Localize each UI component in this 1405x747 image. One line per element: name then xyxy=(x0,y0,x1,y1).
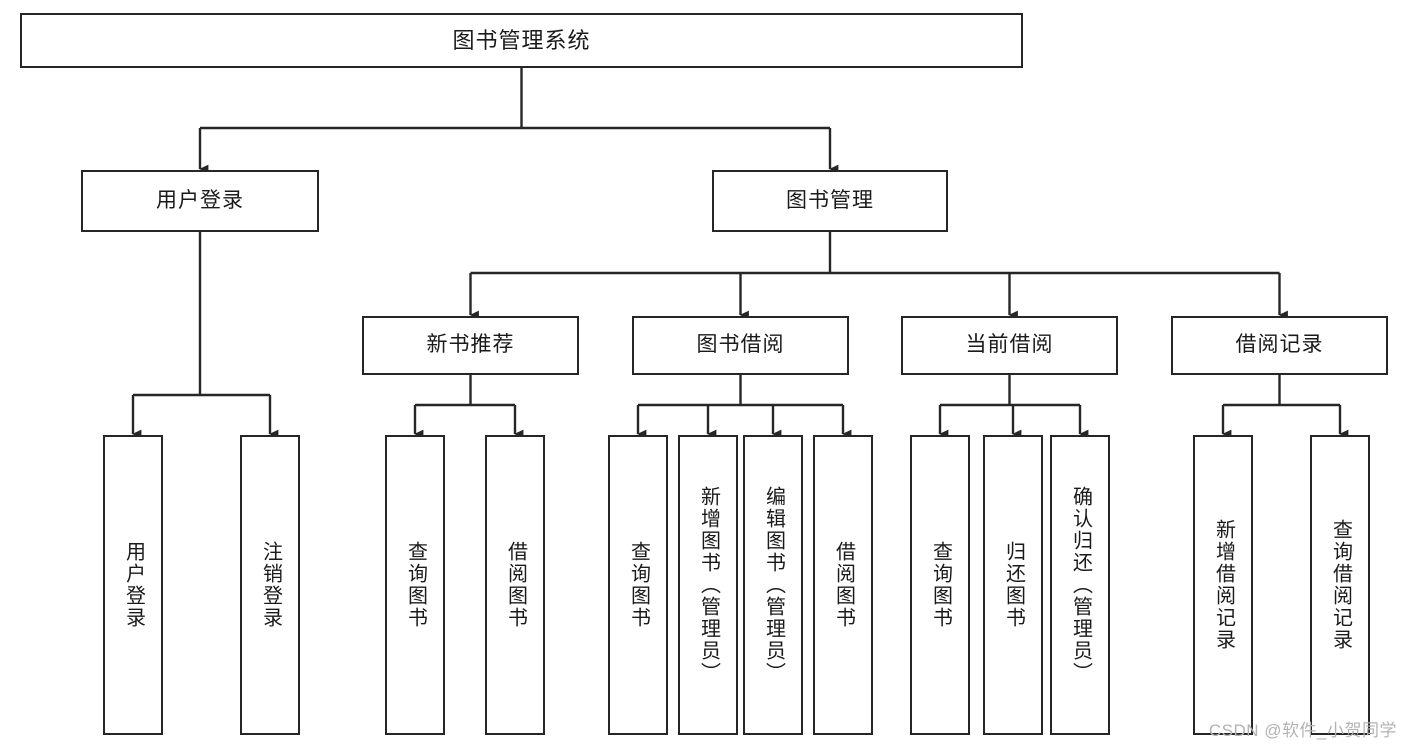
node-label: 归还图书 xyxy=(1002,541,1025,629)
node-label: 查询图书 xyxy=(929,541,952,629)
node-book-manage[interactable]: 图书管理 xyxy=(712,170,948,232)
node-leaf-add-book[interactable]: 新增图书（管理员） xyxy=(678,435,738,735)
node-book-borrow[interactable]: 图书借阅 xyxy=(632,316,849,375)
node-user-login[interactable]: 用户登录 xyxy=(81,170,319,232)
node-label: 借阅图书 xyxy=(832,541,855,629)
node-label: 用户登录 xyxy=(156,188,244,212)
node-leaf-query-3[interactable]: 查询图书 xyxy=(910,435,970,735)
node-leaf-edit-book[interactable]: 编辑图书（管理员） xyxy=(743,435,803,735)
node-leaf-borrow-2[interactable]: 借阅图书 xyxy=(813,435,873,735)
csdn-watermark: CSDN @软件_小贺同学 xyxy=(1208,721,1397,740)
node-leaf-borrow-1[interactable]: 借阅图书 xyxy=(485,435,545,735)
node-new-book-rec[interactable]: 新书推荐 xyxy=(362,316,579,375)
node-label: 用户登录 xyxy=(122,541,145,629)
node-leaf-query-1[interactable]: 查询图书 xyxy=(385,435,445,735)
node-label: 借阅记录 xyxy=(1235,333,1324,357)
node-leaf-add-rec[interactable]: 新增借阅记录 xyxy=(1193,435,1253,735)
node-label: 当前借阅 xyxy=(965,333,1054,357)
node-label: 查询图书 xyxy=(627,541,650,629)
node-label: 查询借阅记录 xyxy=(1329,519,1352,651)
node-label: 图书管理系统 xyxy=(452,27,591,53)
node-label: 查询图书 xyxy=(404,541,427,629)
node-leaf-logout[interactable]: 注销登录 xyxy=(240,435,300,735)
node-current-borrow[interactable]: 当前借阅 xyxy=(901,316,1118,375)
node-label: 注销登录 xyxy=(259,541,282,629)
node-label: 编辑图书（管理员） xyxy=(762,486,785,684)
node-root[interactable]: 图书管理系统 xyxy=(20,13,1023,68)
node-label: 图书管理 xyxy=(786,188,874,212)
node-leaf-user-login[interactable]: 用户登录 xyxy=(103,435,163,735)
node-leaf-query-rec[interactable]: 查询借阅记录 xyxy=(1310,435,1370,735)
edge-paths xyxy=(131,68,1349,439)
node-leaf-query-2[interactable]: 查询图书 xyxy=(608,435,668,735)
node-label: 新增借阅记录 xyxy=(1212,519,1235,651)
node-borrow-record[interactable]: 借阅记录 xyxy=(1171,316,1388,375)
node-label: 新增图书（管理员） xyxy=(697,486,720,684)
node-label: 确认归还（管理员） xyxy=(1069,486,1092,684)
node-leaf-return[interactable]: 归还图书 xyxy=(983,435,1043,735)
node-label: 新书推荐 xyxy=(426,333,515,357)
node-label: 图书借阅 xyxy=(696,333,785,357)
node-label: 借阅图书 xyxy=(504,541,527,629)
node-leaf-confirm[interactable]: 确认归还（管理员） xyxy=(1050,435,1110,735)
